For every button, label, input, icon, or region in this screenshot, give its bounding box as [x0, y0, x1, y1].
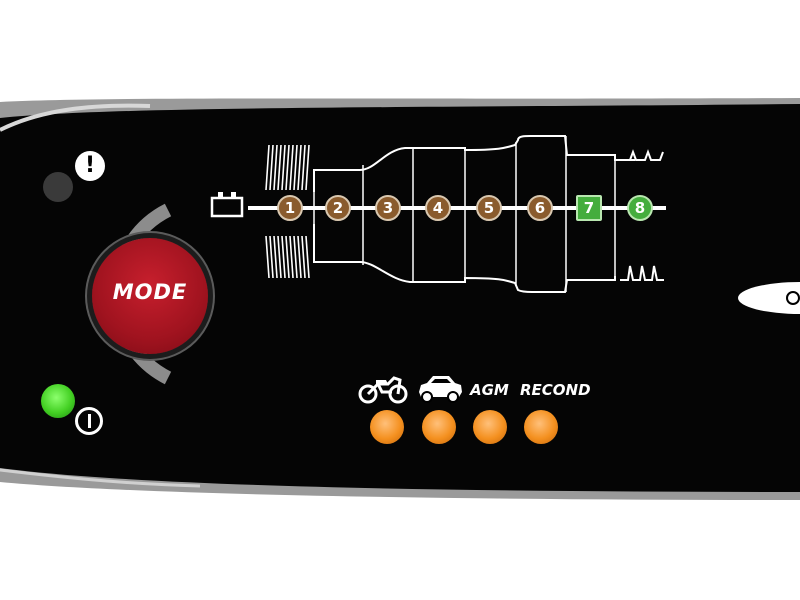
agm-mode-led [473, 410, 507, 444]
step-1: 1 [277, 195, 303, 221]
step-2: 2 [325, 195, 351, 221]
step-8: 8 [627, 195, 653, 221]
step-dividers [313, 136, 616, 292]
step-6: 6 [527, 195, 553, 221]
motorcycle-mode-led [370, 410, 404, 444]
coil-top [265, 144, 310, 191]
step-4: 4 [425, 195, 451, 221]
mode-button[interactable]: MODE [92, 238, 208, 354]
recond-mode-led [524, 410, 558, 444]
recond-label: RECOND [520, 381, 591, 399]
charge-outline-top [313, 135, 635, 192]
agm-label: AGM [470, 381, 509, 399]
power-led [41, 384, 75, 418]
mode-button-label: MODE [112, 280, 188, 304]
error-led [43, 172, 73, 202]
coil-bottom [265, 235, 310, 279]
step-3: 3 [375, 195, 401, 221]
charge-outline-bottom [313, 224, 616, 293]
warning-icon: ! [75, 151, 105, 181]
motorcycle-icon [358, 376, 408, 404]
car-mode-led [422, 410, 456, 444]
logo-fragment [738, 282, 800, 314]
power-icon [75, 407, 103, 435]
pulse-bottom [620, 265, 664, 281]
step-7: 7 [576, 195, 602, 221]
battery-icon [210, 192, 244, 218]
pulse-top [620, 149, 664, 161]
step-5: 5 [476, 195, 502, 221]
car-icon [419, 376, 462, 403]
